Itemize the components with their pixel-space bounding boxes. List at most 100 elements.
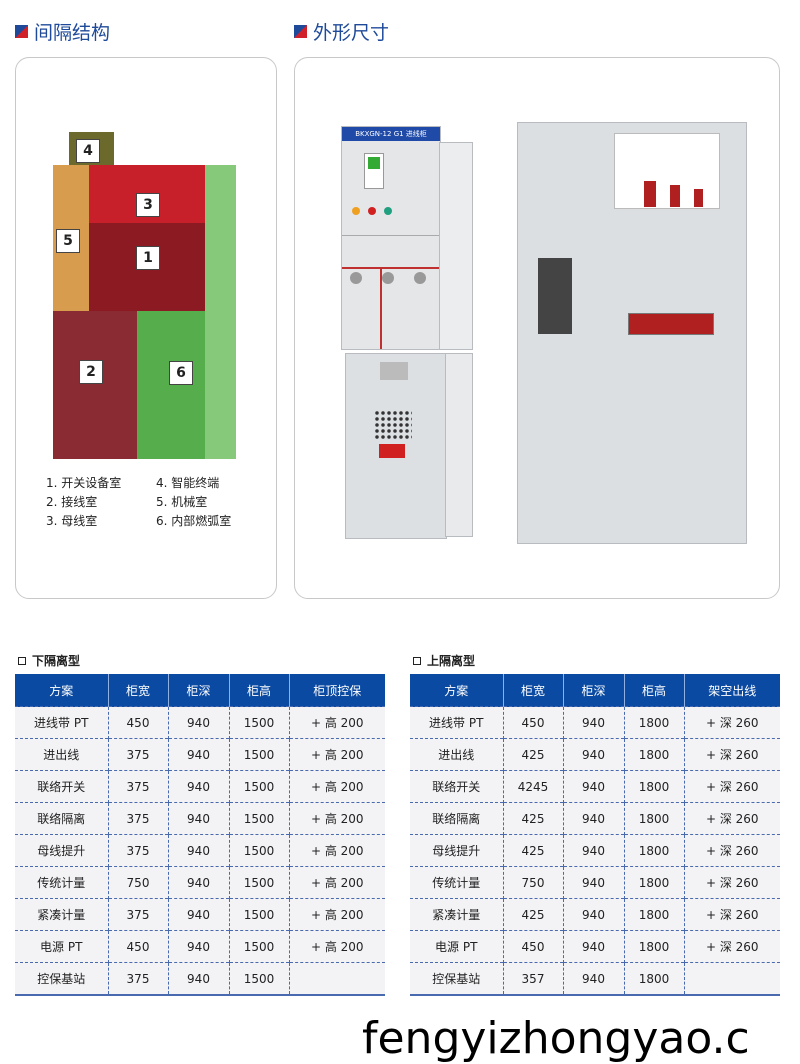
table-cell: 940 <box>562 738 624 771</box>
table-cell: 1500 <box>228 962 289 996</box>
viewing-window-icon <box>382 272 394 284</box>
legend-item: 1. 开关设备室 <box>46 476 122 490</box>
front-cabinet-lower-side <box>445 353 473 537</box>
table-cell: 1800 <box>623 930 684 963</box>
table-cell: + 深 260 <box>683 866 780 899</box>
table-title-text: 下隔离型 <box>32 654 81 668</box>
table-cell: 940 <box>562 770 624 803</box>
table-cell: 电源 PT <box>15 930 108 963</box>
table-cell: 联络隔离 <box>410 802 503 835</box>
flag-icon <box>15 25 28 38</box>
column-header: 方案 <box>15 674 108 707</box>
table-cell: 控保基站 <box>410 962 503 996</box>
arc-compartment <box>137 311 205 459</box>
label-1: 1 <box>136 246 160 270</box>
front-cabinet-side <box>439 142 473 350</box>
square-bullet-icon <box>18 656 26 665</box>
front-cabinet-lower <box>345 353 447 539</box>
table-cell: 940 <box>167 898 229 931</box>
column-header: 柜顶控保 <box>288 674 385 707</box>
table-cell: 联络开关 <box>15 770 108 803</box>
table-cell: 450 <box>107 930 168 963</box>
label-6: 6 <box>169 361 193 385</box>
column-header: 柜宽 <box>107 674 168 707</box>
table-cell: 母线提升 <box>15 834 108 867</box>
table-cell: 940 <box>562 930 624 963</box>
table-cell: 进出线 <box>410 738 503 771</box>
table-cell: 425 <box>502 802 563 835</box>
label-4: 4 <box>76 139 100 163</box>
arc-channel <box>205 165 236 459</box>
table-cell: + 高 200 <box>288 706 385 739</box>
table-cell: 1800 <box>623 738 684 771</box>
legend-col-2: 4. 智能终端 5. 机械室 6. 内部燃弧室 <box>156 474 231 531</box>
table-cell: 425 <box>502 834 563 867</box>
table-cell: + 高 200 <box>288 866 385 899</box>
vent-grille-icon <box>374 410 412 440</box>
viewing-window-icon <box>350 272 362 284</box>
table-cell: 940 <box>167 770 229 803</box>
section-title-structure: 间隔结构 <box>15 18 110 45</box>
table-title-lower: 下隔离型 <box>18 652 80 669</box>
protection-relay-icon <box>364 153 384 189</box>
table-cell: 电源 PT <box>410 930 503 963</box>
table-cell: 控保基站 <box>15 962 108 996</box>
table-cell: + 高 200 <box>288 770 385 803</box>
table-cell: 传统计量 <box>410 866 503 899</box>
table-cell: 1500 <box>228 770 289 803</box>
column-header: 柜高 <box>623 674 684 707</box>
table-cell: 1800 <box>623 706 684 739</box>
table-cell: 联络开关 <box>410 770 503 803</box>
table-cell: 375 <box>107 898 168 931</box>
table-title-upper: 上隔离型 <box>413 652 475 669</box>
table-cell: 1800 <box>623 866 684 899</box>
table-cell: 940 <box>167 802 229 835</box>
table-cell: 1500 <box>228 898 289 931</box>
open-cabinet <box>517 122 747 544</box>
indicator-light-icon <box>368 207 376 215</box>
section-title-dimensions: 外形尺寸 <box>294 18 389 45</box>
table-title-text: 上隔离型 <box>427 654 476 668</box>
table-cell: 进出线 <box>15 738 108 771</box>
table-cell: 450 <box>502 706 563 739</box>
table-cell: 425 <box>502 898 563 931</box>
table-cell: 750 <box>107 866 168 899</box>
table-cell: 375 <box>107 802 168 835</box>
table-cell: + 高 200 <box>288 898 385 931</box>
legend-item: 6. 内部燃弧室 <box>156 514 232 528</box>
table-cell: 940 <box>562 962 624 996</box>
panel-divider <box>342 235 440 236</box>
table-cell: 1800 <box>623 962 684 996</box>
table-cell: + 深 260 <box>683 930 780 963</box>
structure-title-text: 间隔结构 <box>34 22 111 44</box>
table-cell: 940 <box>562 834 624 867</box>
table-cell: 940 <box>167 866 229 899</box>
cabinet-opening <box>614 133 720 209</box>
dimensions-panel: BKXGN-12 G1 进线柜 <box>294 57 780 599</box>
table-cell: 357 <box>502 962 563 996</box>
table-cell: 进线带 PT <box>410 706 503 739</box>
table-cell: 375 <box>107 962 168 996</box>
insulator-bar-icon <box>628 313 714 335</box>
watermark: fengyizhongyao.c <box>362 1013 750 1064</box>
column-header: 柜深 <box>167 674 229 707</box>
table-cell: 1500 <box>228 802 289 835</box>
table-cell: 紧凑计量 <box>410 898 503 931</box>
table-cell: 940 <box>562 866 624 899</box>
table-cell: 940 <box>562 802 624 835</box>
cable-compartment <box>53 311 137 459</box>
table-cell: 1800 <box>623 898 684 931</box>
table-cell: 425 <box>502 738 563 771</box>
mimic-bus-line <box>342 267 440 269</box>
table-cell: 1800 <box>623 770 684 803</box>
table-cell: 1500 <box>228 930 289 963</box>
table-cell: 紧凑计量 <box>15 898 108 931</box>
